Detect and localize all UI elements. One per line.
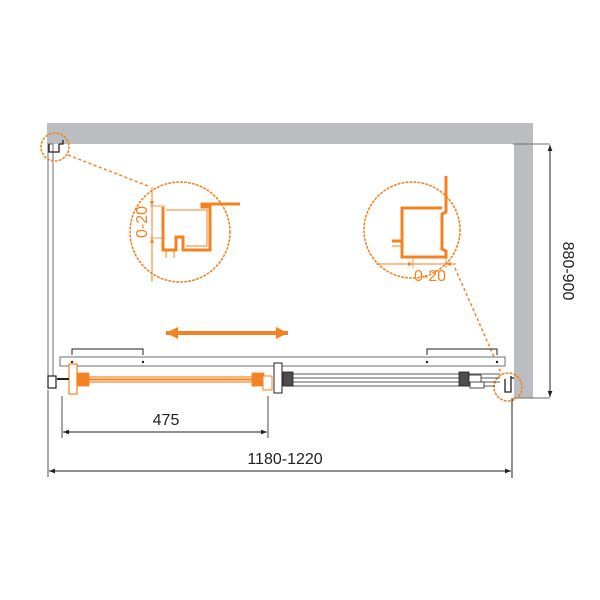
detail-right: 0-20	[363, 176, 461, 285]
sliding-door	[57, 363, 273, 395]
right-wall-profile	[504, 376, 514, 478]
leader-right	[454, 267, 503, 376]
opening-width-label: 475	[153, 412, 180, 429]
door-width-label: 1180-1220	[247, 451, 322, 468]
dimension-depth: 880-900	[547, 145, 576, 397]
dimension-width: 1180-1220	[47, 390, 511, 477]
right-adjustment-label: 0-20	[414, 268, 446, 285]
side-depth-label: 880-900	[559, 242, 576, 301]
detail-marker-left	[40, 132, 70, 162]
leader-left	[67, 154, 149, 187]
detail-marker-right	[493, 372, 523, 402]
fixed-panel	[273, 362, 500, 394]
back-wall	[47, 123, 533, 144]
walls	[47, 123, 550, 399]
detail-left: 0-20	[129, 181, 240, 283]
left-wall-profile	[47, 140, 64, 389]
dimension-opening: 475	[61, 396, 269, 438]
side-wall	[514, 144, 533, 398]
left-adjustment-label: 0-20	[134, 206, 151, 238]
